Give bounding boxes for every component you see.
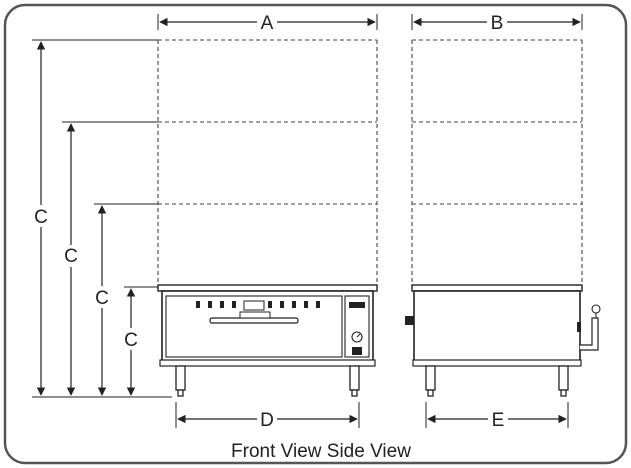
front-stack-outline (157, 39, 378, 287)
height-dimension-1: C (31, 41, 51, 396)
front-view-unit (157, 284, 378, 397)
vent-slots (196, 301, 320, 308)
height-dimension-3: C (92, 205, 112, 396)
width-dimension-side: B (411, 11, 583, 34)
leg-span-label-side: E (492, 410, 505, 431)
side-stack-outline (411, 39, 583, 287)
outer-frame (3, 3, 628, 465)
width-label-front: A (261, 13, 274, 34)
height-label-2: C (64, 246, 78, 267)
leg-span-label-front: D (260, 410, 274, 431)
height-extension-lines (32, 39, 172, 398)
caption: Front View Side View (231, 441, 411, 462)
side-view-unit (405, 284, 601, 397)
height-dimension-2: C (61, 123, 81, 396)
width-dimension-front: A (157, 11, 378, 34)
front-legs (175, 365, 360, 397)
height-label-4: C (124, 330, 138, 351)
height-label-3: C (95, 288, 109, 309)
leg-span-dimension-front: D (175, 402, 360, 431)
width-label-side: B (491, 13, 504, 34)
height-label-1: C (34, 207, 48, 228)
leg-span-dimension-side: E (425, 402, 569, 431)
side-legs (425, 365, 569, 397)
height-dimension-4: C (121, 288, 141, 396)
